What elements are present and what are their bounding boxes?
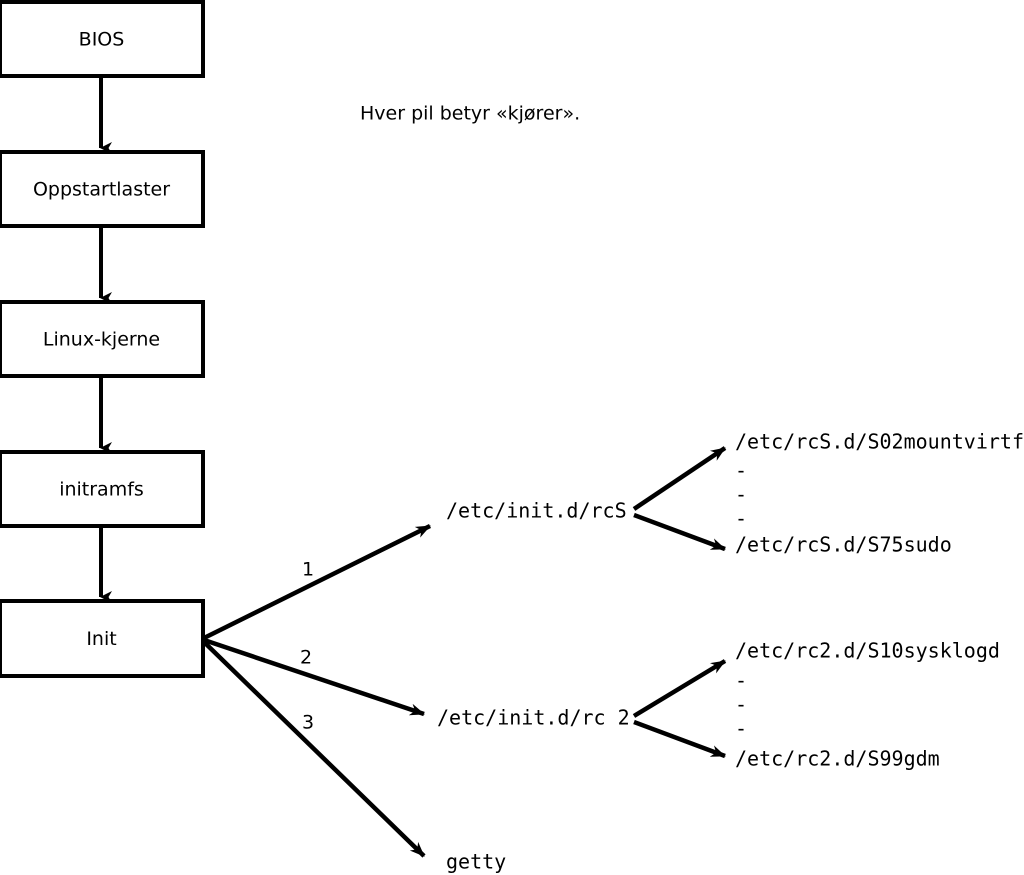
edge-number-3: 3 [302, 712, 314, 734]
branch-arrow-2-1 [632, 659, 727, 718]
branch-arrow-1-1 [632, 446, 727, 511]
box-label-init: Init [86, 628, 116, 650]
ellipsis-dash-2-2: - [735, 693, 747, 717]
branch-label-2-2: /etc/rc2.d/S99gdm [735, 747, 940, 771]
branch-arrow-1-2 [633, 512, 726, 552]
ellipsis-dash-1-2: - [735, 483, 747, 507]
edge-number-1: 1 [302, 559, 314, 581]
branch-label-1-2: /etc/rcS.d/S75sudo [735, 533, 952, 557]
ellipsis-dash-2-3: - [735, 717, 747, 741]
ellipsis-dash-2-1: - [735, 669, 747, 693]
ellipsis-dash-1-1: - [735, 459, 747, 483]
init-arrow-3 [202, 640, 426, 858]
branch-arrow-2-2 [633, 719, 726, 759]
script-label-1: /etc/init.d/rcS [446, 499, 627, 523]
boot-stage-kernel: Linux-kjerne [0, 300, 205, 378]
box-bootloader [0, 150, 205, 228]
box-bios [0, 0, 205, 78]
boot-stage-initramfs: initramfs [0, 450, 205, 528]
init-branch-arrows [202, 523, 431, 858]
init-arrow-2 [203, 637, 425, 717]
box-initramfs [0, 450, 205, 528]
edge-number-2: 2 [300, 647, 312, 669]
script-label-2: /etc/init.d/rc 2 [437, 706, 630, 730]
branch-label-2-1: /etc/rc2.d/S10sysklogd [735, 639, 1000, 663]
script-label-3: getty [446, 850, 506, 874]
boot-stage-init: Init [0, 599, 205, 678]
diagram-text-labels: 1/etc/init.d/rcS/etc/rcS.d/S02mountvirtf… [300, 430, 1024, 874]
box-label-kernel: Linux-kjerne [43, 329, 160, 351]
branch-label-1-1: /etc/rcS.d/S02mountvirtfs [735, 430, 1024, 454]
box-label-bootloader: Oppstartlaster [33, 179, 170, 201]
box-label-bios: BIOS [79, 29, 125, 51]
boot-stage-bootloader: Oppstartlaster [0, 150, 205, 228]
boot-stage-bios: BIOS [0, 0, 205, 78]
script-branch-arrows [632, 446, 727, 759]
box-label-initramfs: initramfs [59, 479, 144, 501]
diagram-caption: Hver pil betyr «kjører». [360, 103, 580, 125]
ellipsis-dash-1-3: - [735, 507, 747, 531]
init-arrow-1 [203, 523, 431, 641]
